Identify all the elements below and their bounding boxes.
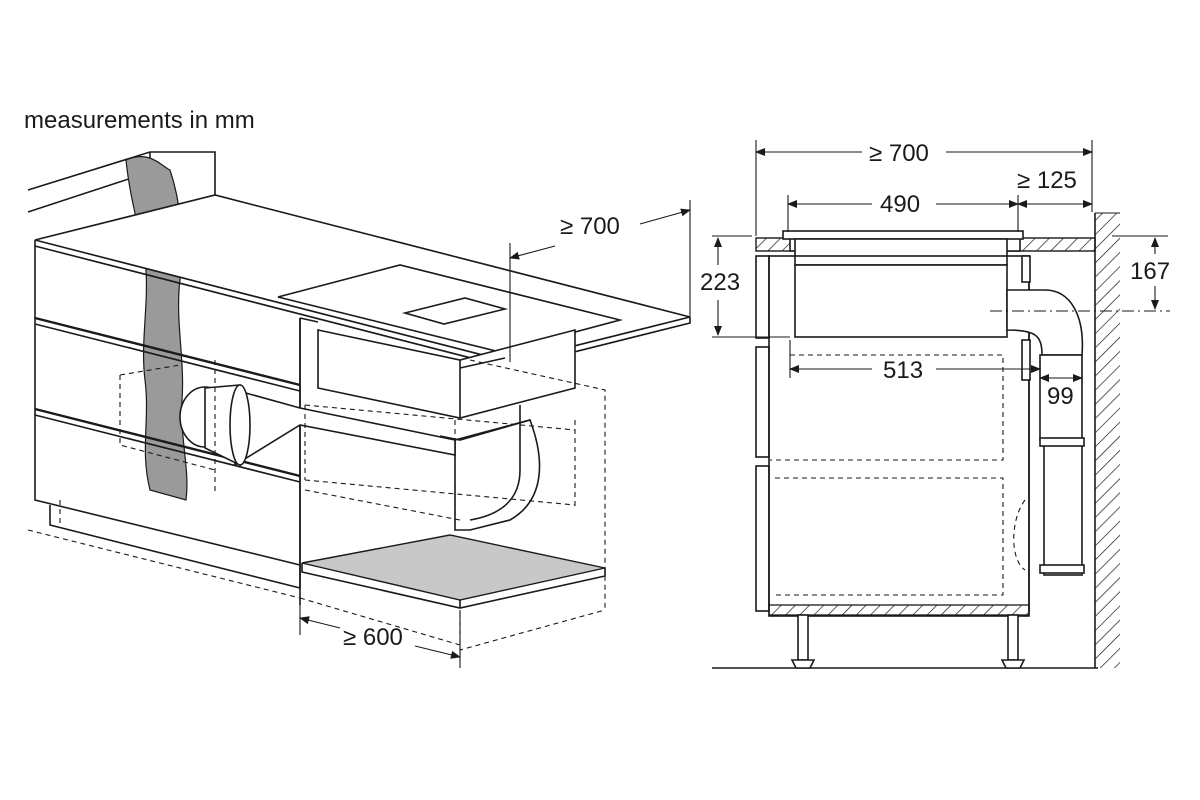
measurements-note: measurements in mm [24, 107, 255, 134]
section-hob-depth-label: 490 [880, 191, 920, 218]
section-duct-width-label: 99 [1047, 383, 1074, 410]
duct-bend [454, 419, 541, 531]
duct-section [1006, 289, 1084, 356]
section-cutout-label: 513 [883, 357, 923, 384]
duct-horizontal [234, 388, 456, 467]
section-duct-height-label: 167 [1130, 258, 1170, 285]
wall-hatch [1095, 213, 1120, 668]
perspective-view: ≥ 700 ≥ 600 [27, 151, 691, 668]
hob-section [782, 230, 1024, 240]
section-view: ≥ 700 490 ≥ 125 223 167 513 99 [700, 140, 1170, 669]
perspective-width-label: ≥ 600 [343, 624, 403, 651]
perspective-depth-label: ≥ 700 [560, 213, 620, 240]
section-height-label: 223 [700, 269, 740, 296]
base-shelf [301, 534, 606, 601]
section-wall-gap-label: ≥ 125 [1017, 167, 1077, 194]
downdraft-vent [401, 297, 509, 325]
section-total-depth-label: ≥ 700 [869, 140, 929, 167]
